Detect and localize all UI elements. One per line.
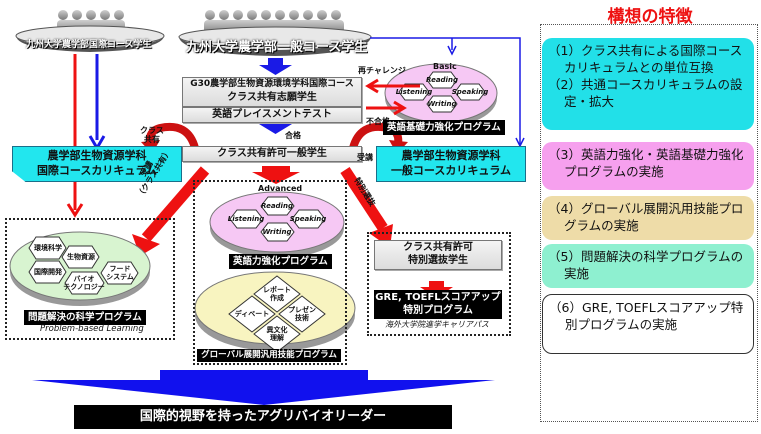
pbl-program-label: 問題解決の科学プログラム (24, 310, 146, 325)
pbl-item-food-system: フード システム (98, 265, 142, 281)
feature-6-text: （6）GRE, TOEFLスコアアップ特別プログラムの実施 (549, 300, 744, 332)
applicants-box: G30農学部生物資源環境学科国際コース クラス共有志願学生 (182, 77, 362, 107)
global-item-intercultural-l2: 理解 (270, 334, 284, 342)
pbl-item-env-science: 環境科学 (34, 244, 62, 252)
basic-skill-reading: Reading (426, 76, 458, 84)
basic-skill-listening: Listening (395, 88, 433, 96)
applicants-line-1: G30農学部生物資源環境学科国際コース (190, 79, 354, 89)
global-skills-program-label: グローバル展開汎用技能プログラム (197, 349, 341, 362)
rechallenge-label: 再チャレンジ (358, 66, 406, 75)
global-item-report-l2: 作成 (270, 294, 284, 302)
feature-5-text: （5）問題解決の科学プログラムの実施 (548, 249, 744, 281)
basic-level-label: Basic (433, 62, 457, 71)
global-item-report-l1: レポート (263, 286, 291, 294)
pbl-item-biotech-l2: テクノロジー (63, 283, 105, 291)
international-students-label: 九州大学農学部国際コース学生 (26, 40, 152, 50)
pbl-item-biotech-l1: バイオ (73, 275, 95, 283)
feature-3-text: （3）英語力強化・英語基礎力強化プログラムの実施 (548, 147, 744, 179)
international-curriculum-box: 農学部生物資源学科 国際コースカリキュラム (12, 146, 182, 182)
general-students-label: 九州大学農学部一般コース学生 (186, 40, 368, 55)
global-item-debate: ディベート (234, 310, 270, 318)
pbl-container (5, 218, 175, 340)
outcome-banner: 国際的視野を持ったアグリバイオリーダー (74, 405, 452, 429)
pbl-item-food-system-l2: システム (106, 273, 134, 281)
global-skills-disc (194, 271, 356, 353)
international-students-icon (15, 10, 165, 52)
pbl-item-biotech: バイオ テクノロジー (62, 275, 106, 291)
feature-3: （3）英語力強化・英語基礎力強化プログラムの実施 (542, 142, 754, 190)
pbl-item-bioresources: 生物資源 (67, 253, 95, 261)
pbl-item-food-system-l1: フード (109, 265, 131, 273)
feature-1-text: （1）クラス共有による国際コースカリキュラムとの単位互換 (548, 43, 743, 75)
gre-toefl-line-1: GRE, TOEFLスコアアップ (375, 292, 501, 303)
basic-skill-speaking: Speaking (451, 88, 489, 96)
career-path-label: 海外大学院進学キャリアパス (385, 320, 489, 329)
features-panel (540, 24, 758, 422)
advanced-skill-speaking: Speaking (289, 215, 327, 223)
pbl-disc (9, 231, 151, 306)
international-curriculum-line-1: 農学部生物資源学科 (47, 149, 147, 162)
special-students-line-2: 特別選抜学生 (408, 255, 468, 266)
pbl-item-intl-dev: 国際開発 (34, 268, 62, 276)
advanced-skill-writing: Writing (262, 228, 292, 236)
class-share-line-2: 共有 (143, 135, 160, 144)
basic-skill-writing: Writing (427, 100, 457, 108)
basic-english-disc (384, 63, 498, 127)
advanced-skill-reading: Reading (261, 202, 293, 210)
gre-toefl-program-box: GRE, TOEFLスコアアップ 特別プログラム (374, 290, 502, 319)
special-students-line-1: クラス共有許可 (403, 242, 473, 253)
global-item-report: レポート 作成 (255, 286, 299, 302)
advanced-english-disc (209, 191, 345, 258)
feature-1-2: （1）クラス共有による国際コースカリキュラムとの単位互換 （2）共通コースカリキ… (542, 38, 754, 130)
general-curriculum-line-1: 農学部生物資源学科 (401, 149, 501, 162)
global-item-presentation: プレゼン 技術 (280, 306, 324, 322)
gre-toefl-line-2: 特別プログラム (403, 305, 473, 316)
feature-4-text: （4）グローバル展開汎用技能プログラムの実施 (548, 201, 744, 233)
special-students-box: クラス共有許可 特別選抜学生 (374, 240, 502, 270)
global-item-intercultural-l1: 異文化 (266, 326, 288, 334)
general-students-icon (178, 10, 372, 56)
permitted-students-box: クラス共有許可一般学生 (182, 146, 362, 162)
class-share-line-1: クラス (140, 126, 164, 135)
center-programs-container (193, 180, 347, 365)
global-item-intercultural: 異文化 理解 (255, 326, 299, 342)
global-item-presentation-l1: プレゼン (288, 306, 316, 314)
feature-6: （6）GRE, TOEFLスコアアップ特別プログラムの実施 (542, 294, 754, 354)
placement-test-box: 英語プレイスメントテスト (182, 107, 362, 123)
fail-label: 不合格 (366, 117, 390, 126)
advanced-level-label: Advanced (258, 184, 303, 193)
feature-5: （5）問題解決の科学プログラムの実施 (542, 244, 754, 288)
basic-english-program-label: 英語基礎力強化プログラム (383, 120, 505, 135)
class-share-label: クラス 共有 (140, 126, 164, 144)
global-item-presentation-l2: 技術 (295, 314, 309, 322)
advanced-english-program-label: 英語力強化プログラム (229, 254, 332, 269)
feature-4: （4）グローバル展開汎用技能プログラムの実施 (542, 196, 754, 240)
pbl-subtitle: Problem-based Learning (40, 324, 144, 334)
international-curriculum-line-2: 国際コースカリキュラム (36, 164, 158, 177)
features-title: 構想の特徴 (607, 7, 693, 27)
special-container (367, 232, 511, 336)
pass-label: 合格 (285, 131, 301, 140)
general-curriculum-box: 農学部生物資源学科 一般コースカリキュラム (376, 146, 526, 182)
applicants-line-2: クラス共有志願学生 (227, 92, 317, 103)
attend-right-label: 受講 (357, 153, 373, 162)
advanced-skill-listening: Listening (227, 215, 265, 223)
general-curriculum-line-2: 一般コースカリキュラム (390, 164, 512, 177)
feature-2-text: （2）共通コースカリキュラムの設定・拡大 (548, 77, 743, 109)
